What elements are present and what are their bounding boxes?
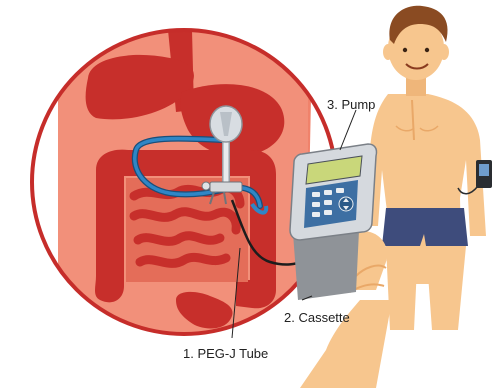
person-illustration xyxy=(366,6,492,330)
cassette-label: 2. Cassette xyxy=(284,310,350,325)
pump-leader-line xyxy=(340,110,356,150)
peg-j-tube-label: 1. PEG-J Tube xyxy=(183,346,268,361)
pump-label: 3. Pump xyxy=(327,97,375,112)
